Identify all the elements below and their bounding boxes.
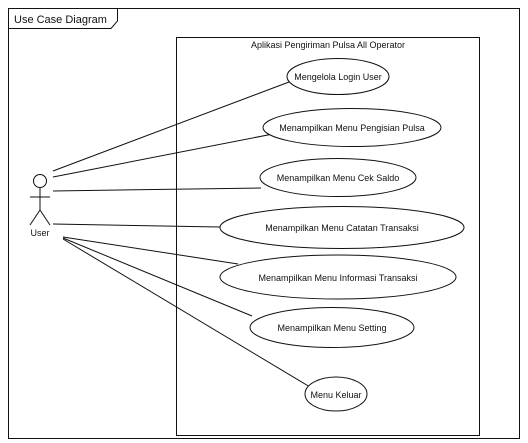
actor-label: User [30,228,49,238]
use-case-cek-saldo[interactable]: Menampilkan Menu Cek Saldo [259,158,417,197]
diagram-frame-title: Use Case Diagram [14,14,107,26]
use-case-setting-label: Menampilkan Menu Setting [277,323,386,333]
use-case-keluar-oval [304,376,368,412]
actor-left-leg [29,209,41,226]
use-case-cek-saldo-label: Menampilkan Menu Cek Saldo [277,173,400,183]
use-case-catatan-transaksi[interactable]: Menampilkan Menu Catatan Transaksi [219,206,465,249]
association-catatan-transaksi [52,223,221,228]
use-case-login-label: Mengelola Login User [294,72,382,82]
use-case-setting-oval [249,307,415,348]
actor-right-leg [39,209,51,226]
actor-user[interactable] [29,174,51,226]
use-case-keluar[interactable]: Menu Keluar [304,376,368,412]
use-case-login[interactable]: Mengelola Login User [286,58,390,95]
associations [52,81,311,388]
use-case-informasi-transaksi[interactable]: Menampilkan Menu Informasi Transaksi [219,254,457,300]
system-boundary [176,37,480,436]
use-case-catatan-transaksi-oval [219,206,465,249]
system-title: Aplikasi Pengiriman Pulsa All Operator [251,40,405,50]
diagram-frame-tab [8,8,118,29]
use-case-catatan-transaksi-label: Menampilkan Menu Catatan Transaksi [265,223,419,233]
use-case-setting[interactable]: Menampilkan Menu Setting [249,307,415,348]
use-case-informasi-transaksi-label: Menampilkan Menu Informasi Transaksi [258,273,417,283]
association-pengisian-pulsa [52,132,279,178]
association-setting [62,237,253,317]
association-informasi-transaksi [62,236,239,265]
use-case-login-oval [286,58,390,95]
use-case-pengisian-pulsa[interactable]: Menampilkan Menu Pengisian Pulsa [262,108,442,147]
use-case-informasi-transaksi-oval [219,254,457,300]
use-case-cek-saldo-oval [259,158,417,197]
use-case-keluar-label: Menu Keluar [310,390,361,400]
use-case-pengisian-pulsa-oval [262,108,442,147]
use-case-pengisian-pulsa-label: Menampilkan Menu Pengisian Pulsa [279,123,425,133]
association-cek-saldo [52,187,262,192]
association-login [52,81,290,172]
association-keluar [62,238,311,388]
